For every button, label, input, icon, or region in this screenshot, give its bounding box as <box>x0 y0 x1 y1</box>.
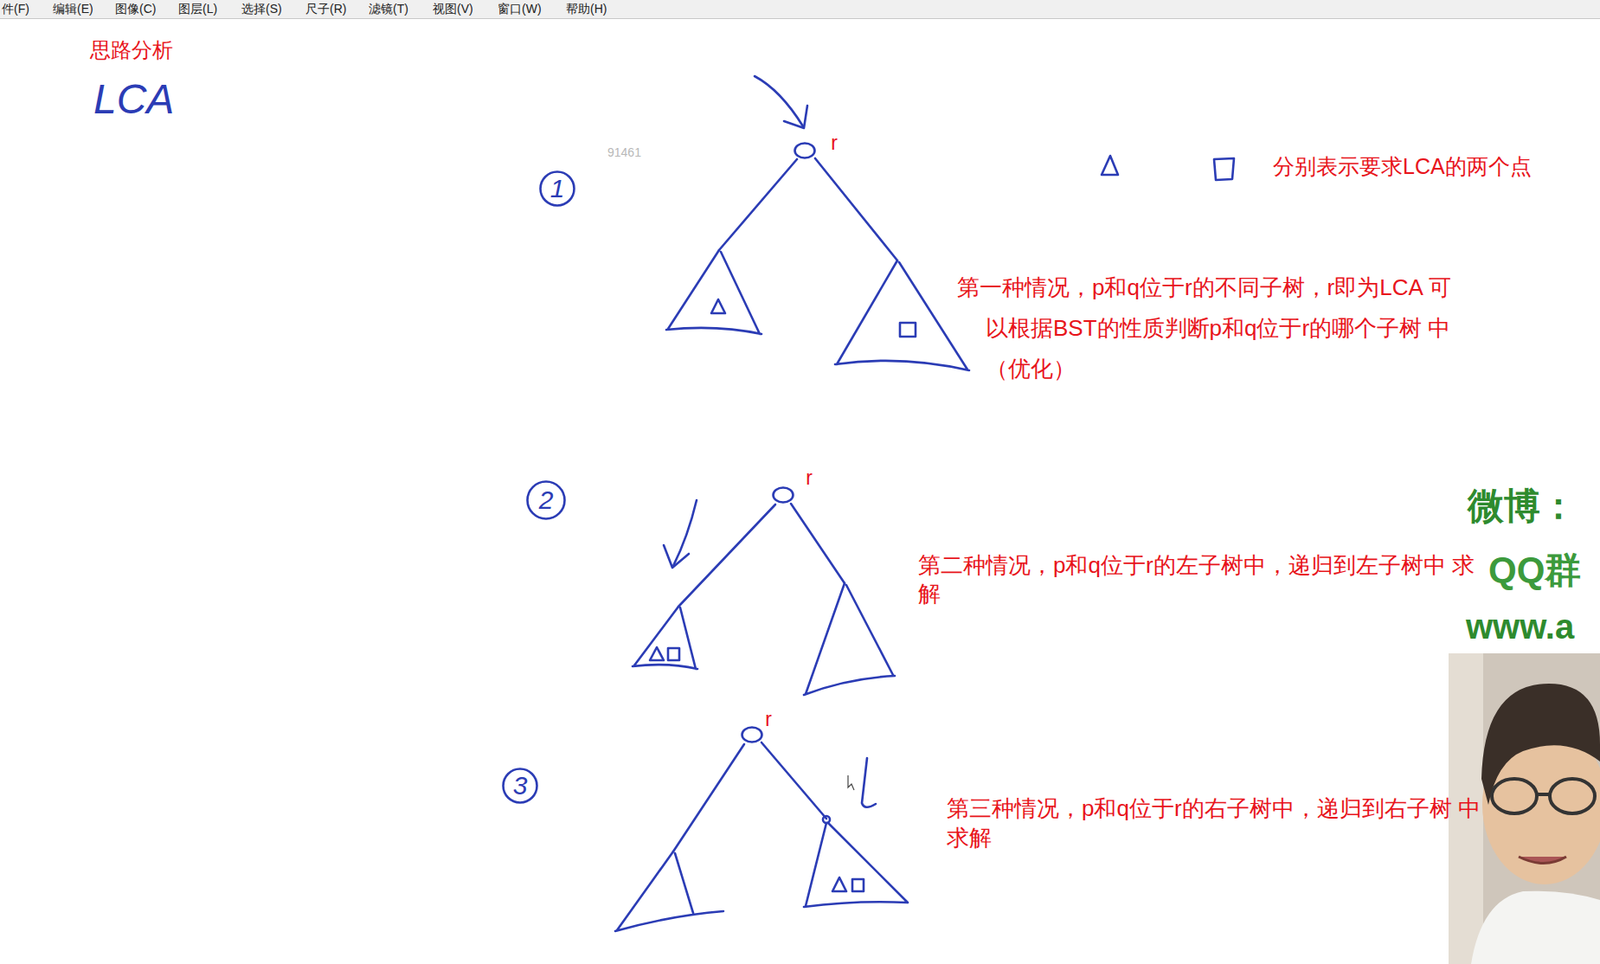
menu-item: 图层(L) <box>178 1 218 17</box>
case-note: 第一种情况，p和q位于r的不同子树，r即为LCA 可以根据BST的性质判断p和q… <box>957 267 1466 390</box>
root-outline <box>740 726 764 744</box>
menu-bar <box>0 0 1600 19</box>
root-outline <box>793 141 817 160</box>
watermark: www.a <box>1465 605 1575 648</box>
arrow-head <box>663 545 689 568</box>
case-number: 1 <box>550 175 566 202</box>
case-note: 第二种情况，p和q位于r的左子树中，递归到左子树中 求解 <box>918 551 1491 609</box>
number-circle <box>503 769 538 804</box>
root-outline <box>771 486 795 504</box>
case-number-circle: 2 <box>526 480 566 521</box>
subtree-triangle <box>803 583 895 695</box>
root-circle <box>795 143 816 159</box>
q-marker <box>899 322 916 337</box>
q-marker <box>668 648 680 661</box>
pointer-arrow <box>754 76 804 127</box>
watermark: 微博： <box>1467 484 1577 528</box>
webcam-hair <box>1481 683 1600 805</box>
menu-item: 编辑(E) <box>52 1 94 17</box>
q-marker <box>1214 158 1234 180</box>
p-marker <box>711 299 726 314</box>
p-marker <box>832 877 847 892</box>
tree-edge <box>678 504 776 607</box>
menu-item: 视图(V) <box>432 1 474 17</box>
case-number: 3 <box>513 772 528 799</box>
number-circle <box>540 172 575 206</box>
subtree-triangle <box>666 250 762 335</box>
tree-root: r <box>771 486 795 504</box>
case-note: 第三种情况，p和q位于r的右子树中，递归到右子树 中求解 <box>946 793 1489 853</box>
number-circle <box>527 481 566 520</box>
case-number-circle: 1 <box>539 170 576 207</box>
menu-item: 件(F) <box>1 1 30 17</box>
section-title: 思路分析 <box>89 38 174 64</box>
root-label: r <box>830 133 838 154</box>
root-label: r <box>764 709 772 730</box>
handwritten-note: LCA <box>93 74 174 125</box>
tree-edge <box>790 503 845 584</box>
tree-root: r <box>740 726 764 744</box>
menu-item: 图像(C) <box>115 1 156 17</box>
legend-note: 分别表示要求LCA的两个点 <box>1272 153 1532 180</box>
root-circle <box>742 727 763 743</box>
q-marker <box>852 879 864 892</box>
menu-item: 尺子(R) <box>305 1 347 17</box>
webcam-mouth <box>1518 856 1567 864</box>
menu-divider <box>0 18 1600 20</box>
menu-item: 帮助(H) <box>565 1 607 17</box>
root-label: r <box>805 468 813 489</box>
root-circle <box>773 488 794 503</box>
subtree-triangle <box>803 822 908 907</box>
subtree-triangle <box>632 606 698 669</box>
menu-item: 窗口(W) <box>497 1 542 17</box>
p-marker <box>1101 155 1119 175</box>
p-marker <box>649 647 664 661</box>
tree-root: r <box>793 141 817 160</box>
mouse-cursor <box>848 775 855 791</box>
case-number: 2 <box>539 487 554 514</box>
watermark-number: 91461 <box>607 145 642 161</box>
tree-edge <box>761 742 827 819</box>
webcam-glasses <box>1491 778 1595 814</box>
watermark: QQ群 <box>1488 548 1581 592</box>
arrow-head <box>783 105 808 129</box>
pointer-arrow <box>861 758 876 808</box>
tree-edge <box>719 159 797 251</box>
menu-item: 选择(S) <box>241 1 283 17</box>
tree-edge <box>673 744 745 852</box>
tree-edge <box>815 158 898 261</box>
case-number-circle: 3 <box>501 767 539 804</box>
webcam-shirt <box>1471 891 1600 964</box>
subtree-triangle <box>835 260 970 371</box>
subtree-triangle <box>615 851 724 932</box>
menu-item: 滤镜(T) <box>368 1 409 17</box>
